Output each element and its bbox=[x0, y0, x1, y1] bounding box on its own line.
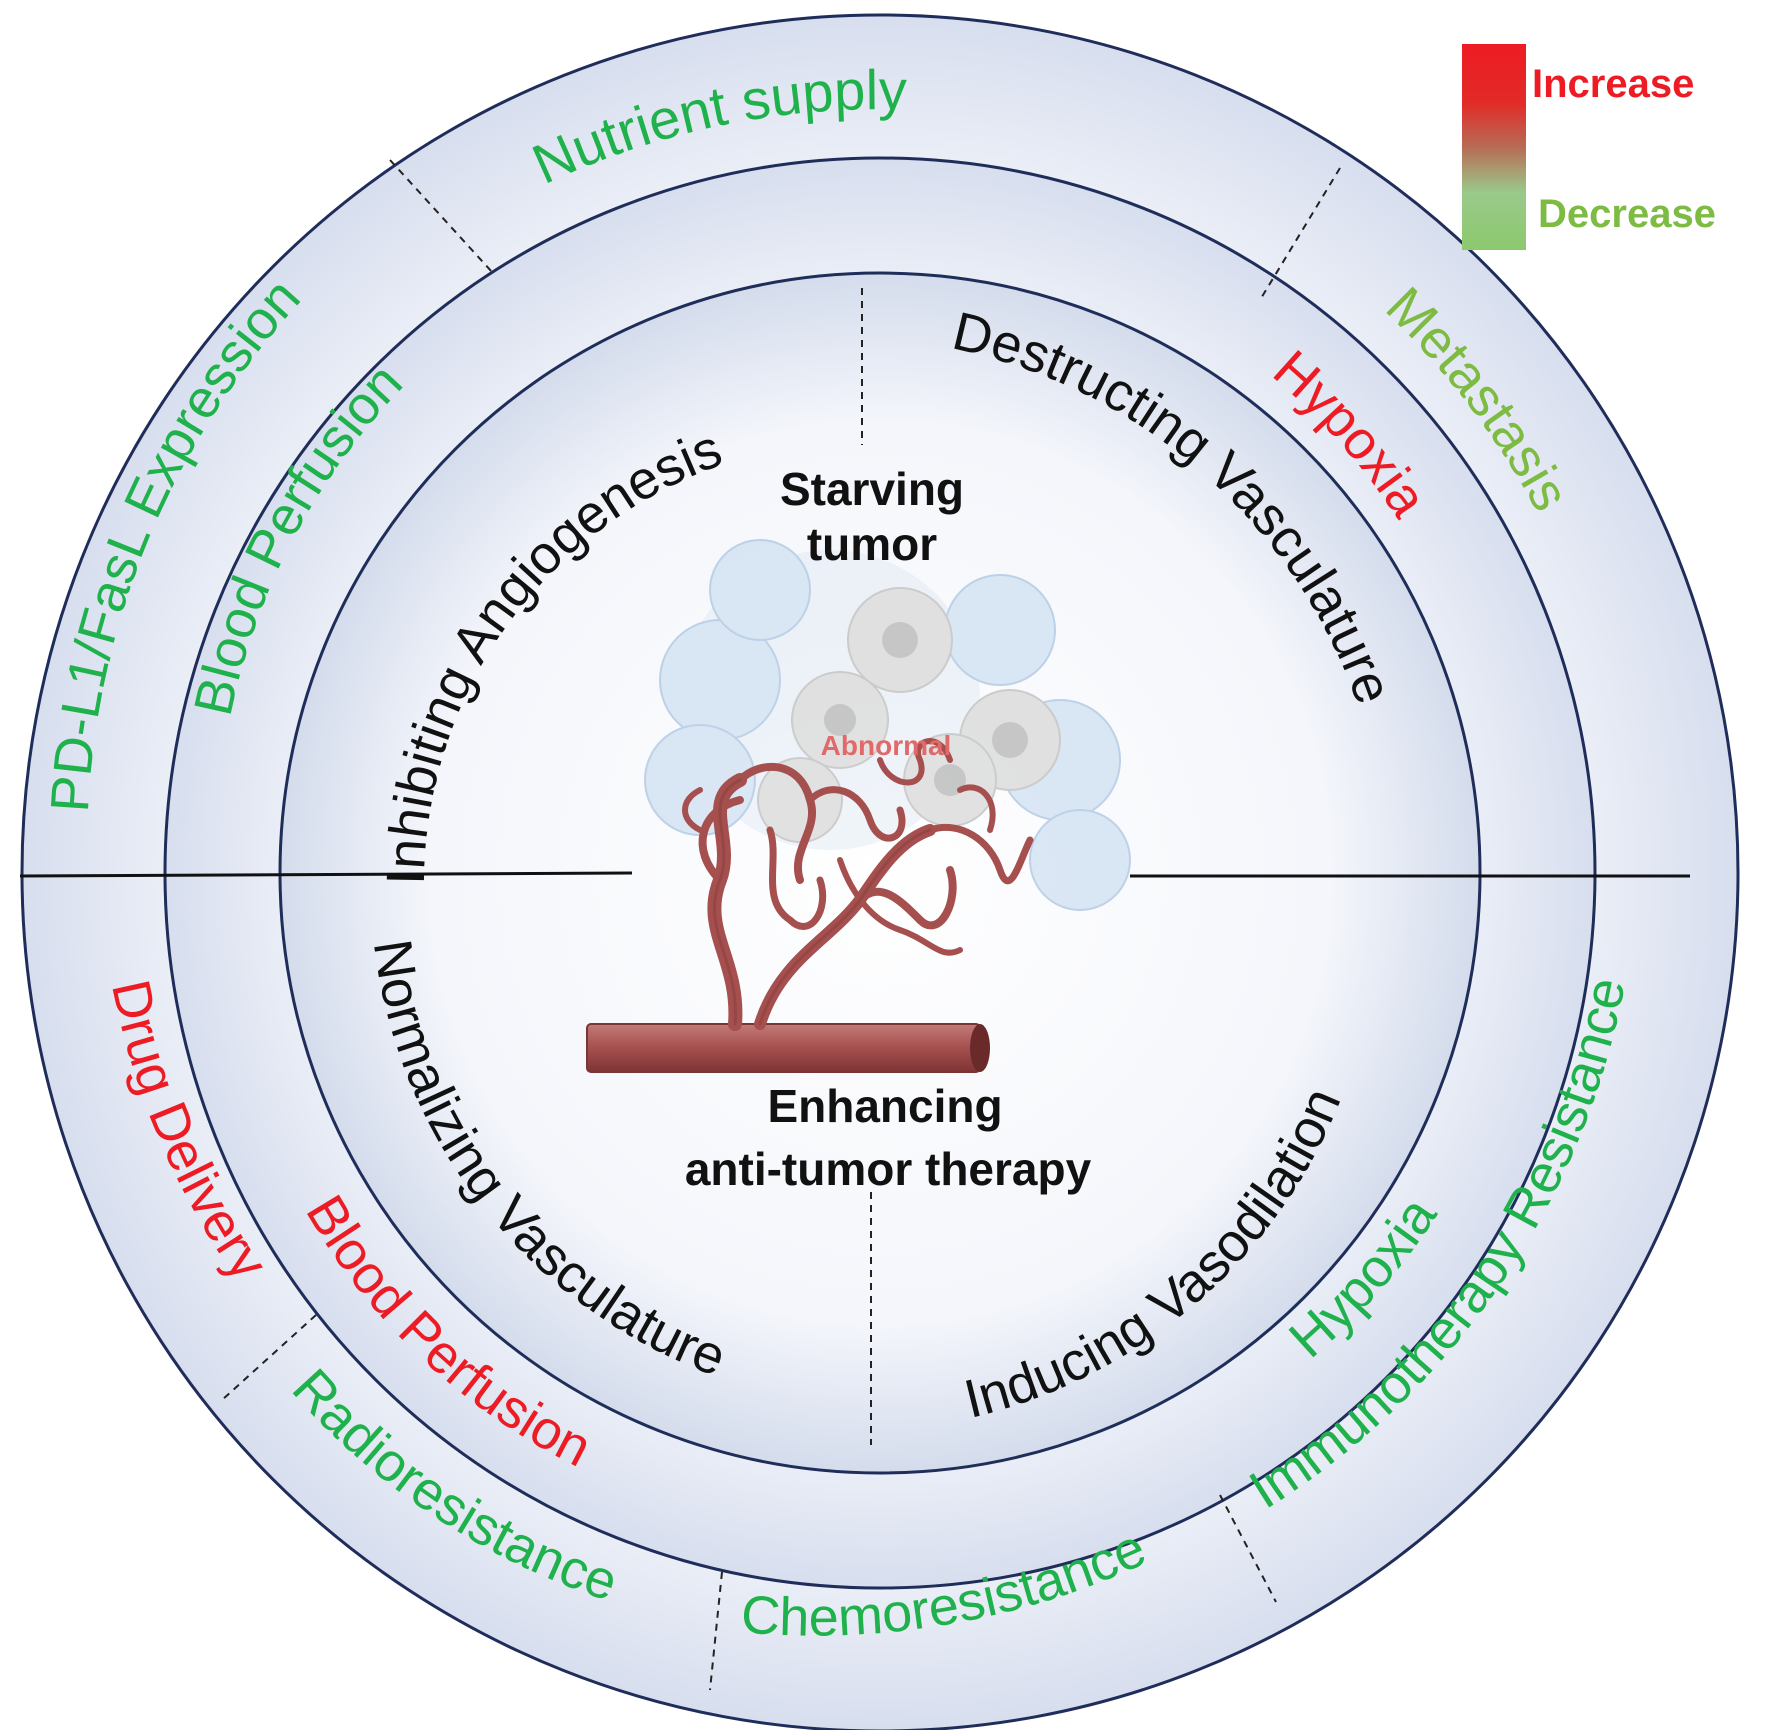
center-bottom-line2: anti-tumor therapy bbox=[685, 1143, 1092, 1195]
abnormal-label: Abnormal bbox=[821, 730, 952, 761]
center-top-line1: Starving bbox=[780, 463, 964, 515]
dashed-divider-outer-bm bbox=[709, 1571, 723, 1691]
color-legend: Increase Decrease bbox=[1462, 44, 1762, 254]
blood-vessel bbox=[586, 738, 1034, 1073]
horizontal-divider-left bbox=[19, 871, 633, 878]
legend-decrease-label: Decrease bbox=[1538, 192, 1716, 236]
legend-gradient-bar bbox=[1462, 44, 1526, 250]
tumor-cells bbox=[644, 539, 1131, 911]
legend-increase-label: Increase bbox=[1532, 62, 1695, 106]
dashed-divider-outer-bl bbox=[221, 1314, 317, 1401]
center-bottom-line1: Enhancing bbox=[767, 1080, 1002, 1132]
center-top-line2: tumor bbox=[807, 518, 937, 570]
